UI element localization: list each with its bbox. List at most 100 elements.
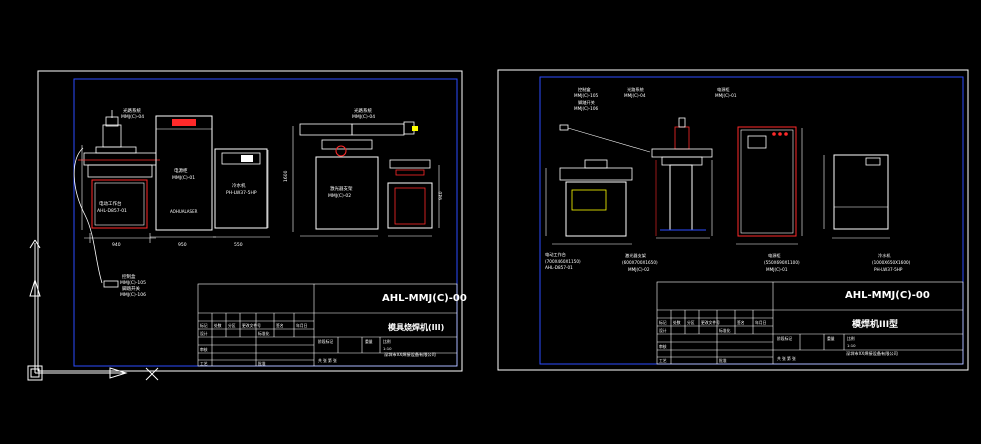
svg-text:设计: 设计 bbox=[659, 328, 667, 333]
label-power-code: MMJ(C)-01 bbox=[172, 175, 195, 181]
svg-text:电源柜: 电源柜 bbox=[768, 252, 781, 259]
chiller-unit bbox=[213, 148, 270, 238]
svg-text:冷水机: 冷水机 bbox=[878, 252, 891, 259]
svg-text:标准化: 标准化 bbox=[258, 331, 270, 336]
svg-text:签名: 签名 bbox=[737, 320, 745, 325]
left-sheet: AOHUALASER bbox=[37, 70, 467, 372]
svg-text:MMJ(C)-106: MMJ(C)-106 bbox=[574, 106, 598, 111]
label-cabinet: 激光器支架 bbox=[330, 185, 353, 192]
svg-text:工艺: 工艺 bbox=[200, 361, 208, 366]
svg-text:分区: 分区 bbox=[687, 320, 695, 325]
svg-text:重量: 重量 bbox=[827, 336, 835, 341]
svg-text:标准化: 标准化 bbox=[719, 328, 731, 333]
svg-text:批准: 批准 bbox=[258, 361, 266, 366]
right-sheet: 控制盒 MMJ(C)-105 脚踏开关 MMJ(C)-106 光路系统 MMJ(… bbox=[497, 69, 969, 371]
right-power-cabinet bbox=[736, 126, 803, 245]
label-cabinet-code: MMJ(C)-02 bbox=[328, 193, 351, 199]
svg-text:批准: 批准 bbox=[719, 358, 727, 363]
svg-text:(600X700X1650): (600X700X1650) bbox=[622, 260, 658, 265]
label-foot: 脚踏开关 bbox=[122, 285, 140, 292]
control-cable bbox=[73, 147, 103, 284]
svg-text:1:10: 1:10 bbox=[847, 343, 856, 348]
left-sheet-outer-frame bbox=[37, 70, 463, 372]
svg-text:电动工作台: 电动工作台 bbox=[545, 251, 566, 258]
svg-text:MMJ(C)-04: MMJ(C)-04 bbox=[624, 93, 646, 98]
svg-text:阶段标记: 阶段标记 bbox=[318, 339, 333, 344]
svg-text:处数: 处数 bbox=[673, 320, 681, 325]
control-box bbox=[103, 280, 119, 288]
svg-text:更改文件号: 更改文件号 bbox=[701, 320, 720, 325]
svg-text:比例: 比例 bbox=[847, 336, 855, 341]
dim-1600: 1600 bbox=[283, 170, 289, 182]
svg-text:审核: 审核 bbox=[659, 344, 667, 349]
svg-text:(700X460X1150): (700X460X1150) bbox=[545, 259, 581, 264]
worktable-base bbox=[91, 179, 148, 229]
label-foot-code: MMJ(C)-106 bbox=[120, 292, 146, 298]
svg-text:更改文件号: 更改文件号 bbox=[242, 323, 261, 328]
svg-text:年月日: 年月日 bbox=[296, 323, 308, 328]
svg-text:(550X690X1100): (550X690X1100) bbox=[764, 260, 800, 265]
svg-text:共 张 第 张: 共 张 第 张 bbox=[318, 358, 337, 363]
right-laser-column bbox=[559, 117, 713, 239]
svg-text:工艺: 工艺 bbox=[659, 358, 667, 363]
dim-940b: 940 bbox=[438, 191, 444, 200]
svg-text:1:10: 1:10 bbox=[383, 346, 392, 351]
left-company: 深圳市XX焊接设备有限公司 bbox=[384, 351, 436, 358]
svg-text:标记: 标记 bbox=[659, 320, 667, 325]
svg-text:PH-LW37-5HP: PH-LW37-5HP bbox=[874, 267, 903, 272]
svg-text:AHL-D857-01: AHL-D857-01 bbox=[545, 265, 573, 270]
label-chiller-code: PH-LW37-5HP bbox=[226, 190, 257, 196]
right-title-block bbox=[656, 281, 964, 365]
right-worktable bbox=[545, 159, 633, 245]
label-arm: 光路系统 bbox=[354, 107, 372, 114]
left-title-code: AHL-MMJ(C)-00 bbox=[382, 293, 467, 304]
svg-text:阶段标记: 阶段标记 bbox=[777, 336, 792, 341]
svg-text:光路系统: 光路系统 bbox=[627, 86, 644, 93]
side-worktable-base bbox=[387, 182, 433, 229]
svg-text:比例: 比例 bbox=[383, 339, 391, 344]
svg-text:脚踏开关: 脚踏开关 bbox=[578, 99, 595, 106]
power-cabinet-display bbox=[172, 119, 196, 126]
power-cabinet: AOHUALASER bbox=[150, 115, 216, 238]
svg-text:共 张 第 张: 共 张 第 张 bbox=[777, 356, 796, 361]
svg-text:审核: 审核 bbox=[200, 347, 208, 352]
svg-text:处数: 处数 bbox=[214, 323, 222, 328]
power-cabinet-body bbox=[155, 115, 213, 231]
label-light-path-code: MMJ(C)-04 bbox=[121, 114, 144, 120]
label-light-path: 光路系统 bbox=[123, 107, 141, 114]
svg-text:MMJ(C)-01: MMJ(C)-01 bbox=[766, 267, 788, 272]
side-view-machine bbox=[292, 121, 440, 237]
lens-circle bbox=[335, 145, 347, 157]
svg-text:年月日: 年月日 bbox=[755, 320, 767, 325]
chiller-body bbox=[214, 148, 268, 229]
svg-text:MMJ(C)-105: MMJ(C)-105 bbox=[574, 93, 598, 98]
dim-550: 550 bbox=[234, 242, 243, 248]
right-title-code: AHL-MMJ(C)-00 bbox=[845, 290, 930, 301]
laser-stand-body bbox=[315, 156, 379, 230]
svg-text:电源柜: 电源柜 bbox=[717, 86, 730, 93]
svg-text:标记: 标记 bbox=[200, 323, 208, 328]
left-title-name: 模具烧焊机(III) bbox=[388, 322, 444, 332]
beam-end-highlight bbox=[412, 126, 418, 131]
svg-text:分区: 分区 bbox=[228, 323, 236, 328]
svg-text:签名: 签名 bbox=[276, 323, 284, 328]
label-control: 控制盒 bbox=[122, 273, 136, 280]
label-chiller: 冷水机 bbox=[232, 182, 246, 189]
svg-text:设计: 设计 bbox=[200, 331, 208, 336]
label-worktable-code: AHL-D857-01 bbox=[97, 208, 127, 214]
label-power: 电源柜 bbox=[174, 167, 188, 174]
power-brand-label: AOHUALASER bbox=[170, 209, 198, 214]
right-title-name: 模焊机III型 bbox=[852, 318, 898, 330]
chiller-display bbox=[241, 155, 253, 162]
label-arm-code: MMJ(C)-04 bbox=[352, 114, 375, 120]
right-sheet-outer-frame bbox=[497, 69, 969, 371]
left-title-block bbox=[197, 283, 458, 367]
right-company: 深圳市XX焊接设备有限公司 bbox=[846, 350, 898, 357]
svg-text:激光器支架: 激光器支架 bbox=[625, 252, 646, 259]
label-worktable: 电动工作台 bbox=[99, 200, 122, 207]
label-control-code: MMJ(C)-105 bbox=[120, 280, 146, 286]
svg-text:MMJ(C)-02: MMJ(C)-02 bbox=[628, 267, 650, 272]
svg-text:控制盒: 控制盒 bbox=[578, 86, 591, 93]
svg-text:(1000X650X1600): (1000X650X1600) bbox=[872, 260, 911, 265]
